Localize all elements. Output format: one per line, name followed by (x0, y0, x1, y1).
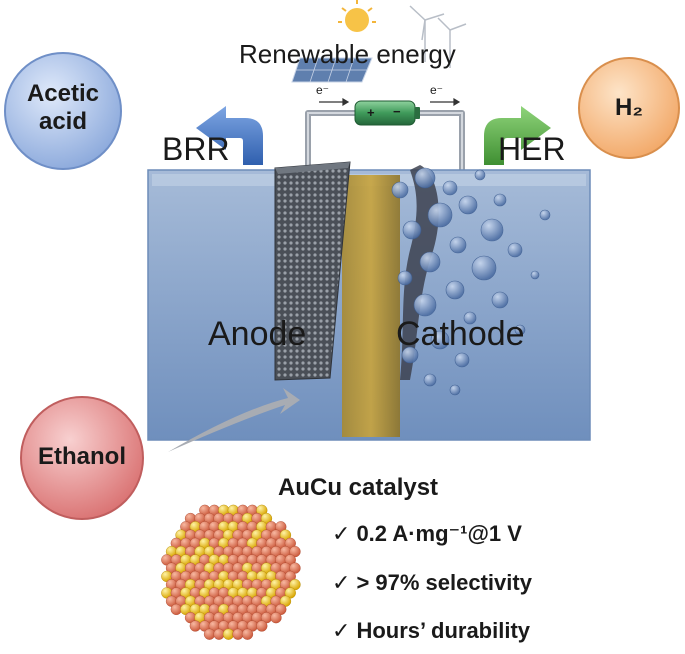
feature-activity-text: 0.2 A·mg⁻¹@1 V (356, 521, 522, 546)
renewable-energy-label: Renewable energy (239, 39, 456, 69)
cu-atom (275, 603, 287, 616)
cu-atom (241, 628, 254, 640)
battery-plus-label: + (367, 105, 375, 120)
battery-minus-label: − (393, 104, 401, 119)
her-label: HER (498, 131, 566, 167)
aucu-nanoparticle-icon (161, 504, 301, 640)
acetic-acid-line1: Acetic (26, 80, 100, 107)
acetic-acid-line2: acid (38, 107, 88, 135)
cathode-product-arrow (484, 106, 551, 165)
check-icon: ✓ (332, 618, 351, 643)
h2-label: H₂ (615, 94, 643, 121)
ethanol-bubble (20, 396, 144, 520)
cu-atom (189, 620, 201, 632)
acetic-acid-label: Acetic acid (13, 80, 113, 135)
sun-icon (338, 0, 376, 32)
check-icon: ✓ (332, 570, 351, 595)
feature-durability: ✓Hours’ durability (332, 618, 530, 644)
electron-arrow-right (430, 97, 461, 107)
anode-electrode (274, 161, 351, 381)
cu-atom (232, 628, 244, 640)
catalyst-title: AuCu catalyst (278, 474, 439, 501)
wind-turbine-icon (409, 5, 467, 68)
battery-icon (354, 100, 420, 126)
ethanol-label: Ethanol (38, 443, 126, 470)
hydrogen-bubbles (391, 167, 551, 396)
electron-arrow-left (319, 97, 350, 107)
cu-atom (203, 628, 216, 640)
check-icon: ✓ (332, 521, 351, 546)
cathode-label: Cathode (396, 315, 525, 353)
anode-product-arrow (196, 106, 263, 165)
au-atom (222, 628, 235, 640)
electron-label-right: e⁻ (430, 83, 444, 97)
feature-durability-text: Hours’ durability (356, 618, 531, 643)
cu-atom (256, 620, 268, 632)
brr-label: BRR (162, 131, 230, 167)
anode-label: Anode (208, 315, 307, 353)
acetic-acid-bubble (4, 52, 122, 170)
ethanol-feed-arrow (168, 388, 300, 452)
feature-selectivity-text: > 97% selectivity (356, 570, 532, 595)
cu-atom (213, 628, 225, 640)
solar-panel-icon (291, 57, 373, 83)
au-atom (284, 587, 296, 599)
feature-activity: ✓0.2 A·mg⁻¹@1 V (332, 521, 522, 547)
feature-selectivity: ✓> 97% selectivity (332, 570, 532, 596)
cu-atom (170, 603, 182, 616)
cu-atom (270, 612, 282, 624)
h2-bubble (578, 57, 680, 159)
membrane (342, 175, 400, 437)
electron-label-left: e⁻ (316, 83, 330, 97)
